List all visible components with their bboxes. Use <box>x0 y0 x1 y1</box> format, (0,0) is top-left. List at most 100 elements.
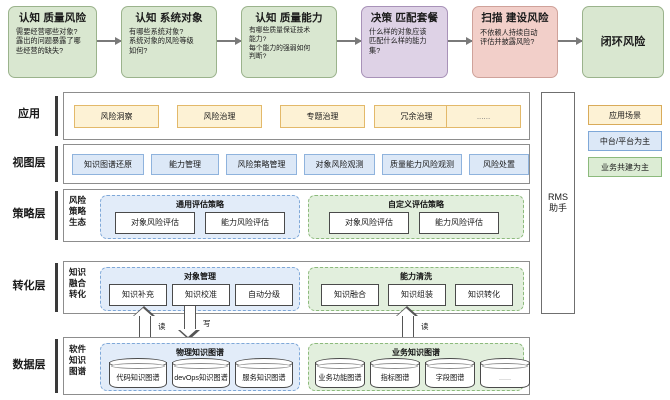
cyl-top-inner <box>174 362 228 369</box>
flow-box-5[interactable]: 扫描 建设风险 不依赖人持续自动 评估并披露风险? <box>472 6 558 78</box>
data-cylinder-service-label: 服务知识图谱 <box>242 373 286 383</box>
data-cylinder-field-label: 字段图谱 <box>435 373 465 383</box>
view-chip-1-label: 知识图谱还原 <box>84 159 132 169</box>
flow-box-3-desc: 有哪些质量保证技术 能力? 每个能力的强弱如何 判断? <box>249 27 311 61</box>
transform-object-item-2[interactable]: 知识校准 <box>172 284 230 306</box>
cyl-top-inner <box>482 362 528 369</box>
transform-object-item-3-label: 自动分级 <box>248 290 280 299</box>
view-chip-4-label: 对象风险观测 <box>315 159 364 169</box>
layer-data: 数据层 软件 知识 图谱 物理知识图谱 代码知识图谱 devOps知识图谱 <box>0 337 540 395</box>
legend-item-application-scenario: 应用场景 <box>588 105 662 125</box>
strategy-group-general: 通用评估策略 对象风险评估 能力风险评估 <box>100 195 300 239</box>
io-arrow-read-left <box>133 306 155 340</box>
data-group-business-title: 业务知识图谱 <box>392 348 440 357</box>
strategy-general-item-2[interactable]: 能力风险评估 <box>205 212 285 234</box>
transform-group-object-title: 对象管理 <box>184 272 216 281</box>
flow-arrow-3 <box>337 36 362 45</box>
layer-application: 应用 风险洞察 风险治理 专题治理 冗余治理 ...... <box>0 92 540 140</box>
strategy-panel: 风险 策略 生态 通用评估策略 对象风险评估 能力风险评估 自定义评估策略 对象… <box>63 189 530 242</box>
io-arrow-write <box>178 306 200 340</box>
view-chip-4[interactable]: 对象风险观测 <box>304 154 375 175</box>
flow-arrow-1 <box>97 36 122 45</box>
transform-object-item-3[interactable]: 自动分级 <box>235 284 293 306</box>
data-sublabel: 软件 知识 图谱 <box>69 344 87 376</box>
io-arrow-read-left-shaft <box>139 315 151 340</box>
transform-panel: 知识 融合 转化 对象管理 知识补充 知识校准 自动分级 能力清洗 知识融合 知… <box>63 261 530 314</box>
transform-object-item-1[interactable]: 知识补充 <box>109 284 167 306</box>
flow-arrow-5 <box>558 36 583 45</box>
data-group-business: 业务知识图谱 业务功能图谱 指标图谱 字段图谱 <box>308 343 530 391</box>
io-arrow-read-right <box>396 306 418 340</box>
flow-box-1[interactable]: 认知 质量风险 需要经营哪些对象? 露出的问题暴露了哪 些经营的缺失? <box>8 6 97 78</box>
io-arrow-read-right-shaft <box>402 315 414 340</box>
layer-divider-transform <box>55 263 58 312</box>
app-chip-3[interactable]: 专题治理 <box>280 105 365 128</box>
flow-box-1-desc: 需要经营哪些对象? 露出的问题暴露了哪 些经营的缺失? <box>16 27 81 55</box>
flow-box-3[interactable]: 认知 质量能力 有哪些质量保证技术 能力? 每个能力的强弱如何 判断? <box>241 6 337 78</box>
view-chip-6-label: 风险处置 <box>483 159 515 169</box>
layer-divider-strategy <box>55 191 58 240</box>
layer-strategy: 策略层 风险 策略 生态 通用评估策略 对象风险评估 能力风险评估 自定义评估策… <box>0 189 540 242</box>
app-chip-5[interactable]: ...... <box>446 105 521 128</box>
view-chip-3[interactable]: 风险策略管理 <box>226 154 297 175</box>
flow-arrow-2 <box>217 36 242 45</box>
flow-box-6-title: 闭环风险 <box>600 36 646 48</box>
transform-group-capability-title: 能力清洗 <box>400 272 432 281</box>
transform-capability-item-2-label: 知识组装 <box>401 290 433 299</box>
data-panel: 软件 知识 图谱 物理知识图谱 代码知识图谱 devOps知识图谱 <box>63 337 530 395</box>
strategy-group-custom: 自定义评估策略 对象风险评估 能力风险评估 <box>308 195 524 239</box>
flow-box-5-desc: 不依赖人持续自动 评估并披露风险? <box>480 28 538 47</box>
flow-box-1-title: 认知 质量风险 <box>18 12 87 24</box>
data-group-physical-title: 物理知识图谱 <box>176 348 224 357</box>
data-cylinder-code[interactable]: 代码知识图谱 <box>109 358 167 388</box>
data-cylinder-metric[interactable]: 指标图谱 <box>370 358 420 388</box>
layer-label-data: 数据层 <box>12 359 46 371</box>
data-cylinder-field[interactable]: 字段图谱 <box>425 358 475 388</box>
transform-capability-item-2[interactable]: 知识组装 <box>388 284 446 306</box>
data-cylinder-more-label: ...... <box>499 373 511 383</box>
app-chip-3-label: 专题治理 <box>306 111 339 121</box>
legend-item-application-scenario-label: 应用场景 <box>609 110 641 120</box>
layer-label-transform: 转化层 <box>12 280 46 292</box>
cyl-top-inner <box>237 362 291 369</box>
top-flow-row: 认知 质量风险 需要经营哪些对象? 露出的问题暴露了哪 些经营的缺失? 认知 系… <box>0 0 670 88</box>
data-cylinder-code-label: 代码知识图谱 <box>116 373 160 383</box>
rms-assistant-column[interactable]: RMS 助手 <box>541 92 575 314</box>
view-chip-6[interactable]: 风险处置 <box>469 154 529 175</box>
view-chip-3-label: 风险策略管理 <box>237 159 286 169</box>
cyl-top-inner <box>317 362 363 369</box>
flow-box-6[interactable]: 闭环风险 <box>582 6 664 78</box>
transform-capability-item-1[interactable]: 知识融合 <box>321 284 379 306</box>
transform-capability-item-3[interactable]: 知识转化 <box>455 284 513 306</box>
io-arrow-read-right-label: 读 <box>421 322 429 331</box>
data-cylinder-more[interactable]: ...... <box>480 358 530 388</box>
flow-box-3-title: 认知 质量能力 <box>255 12 323 24</box>
view-chip-5[interactable]: 质量能力风险观测 <box>382 154 462 175</box>
transform-sublabel: 知识 融合 转化 <box>69 267 87 299</box>
view-chip-2[interactable]: 能力管理 <box>151 154 219 175</box>
flow-box-2-title: 认知 系统对象 <box>135 12 203 24</box>
strategy-custom-item-1[interactable]: 对象风险评估 <box>329 212 409 234</box>
strategy-custom-item-2[interactable]: 能力风险评估 <box>419 212 499 234</box>
legend-item-business-coop-label: 业务共建为主 <box>601 162 649 172</box>
data-cylinder-service[interactable]: 服务知识图谱 <box>235 358 293 388</box>
data-cylinder-business-function[interactable]: 业务功能图谱 <box>315 358 365 388</box>
app-chip-4-label: 冗余治理 <box>400 111 433 121</box>
strategy-sublabel: 风险 策略 生态 <box>69 195 87 227</box>
transform-capability-item-1-label: 知识融合 <box>334 290 366 299</box>
data-cylinder-devops-label: devOps知识图谱 <box>174 373 228 383</box>
layer-label-strategy: 策略层 <box>12 208 46 220</box>
app-chip-1-label: 风险洞察 <box>100 111 133 121</box>
app-chip-1[interactable]: 风险洞察 <box>74 105 159 128</box>
strategy-general-item-1[interactable]: 对象风险评估 <box>115 212 195 234</box>
flow-box-5-title: 扫描 建设风险 <box>481 12 549 24</box>
app-chip-5-label: ...... <box>476 111 491 121</box>
data-group-physical: 物理知识图谱 代码知识图谱 devOps知识图谱 服 <box>100 343 300 391</box>
flow-box-4[interactable]: 决策 匹配套餐 什么样的对象应该 匹配什么样的能力 集? <box>361 6 448 78</box>
flow-box-2[interactable]: 认知 系统对象 有哪些系统对象? 系统对象的风险等级 如何? <box>121 6 217 78</box>
legend-item-platform: 中台/平台为主 <box>588 131 662 151</box>
view-chip-1[interactable]: 知识图谱还原 <box>72 154 144 175</box>
data-cylinder-devops[interactable]: devOps知识图谱 <box>172 358 230 388</box>
app-chip-2[interactable]: 风险治理 <box>177 105 262 128</box>
legend-item-business-coop: 业务共建为主 <box>588 157 662 177</box>
